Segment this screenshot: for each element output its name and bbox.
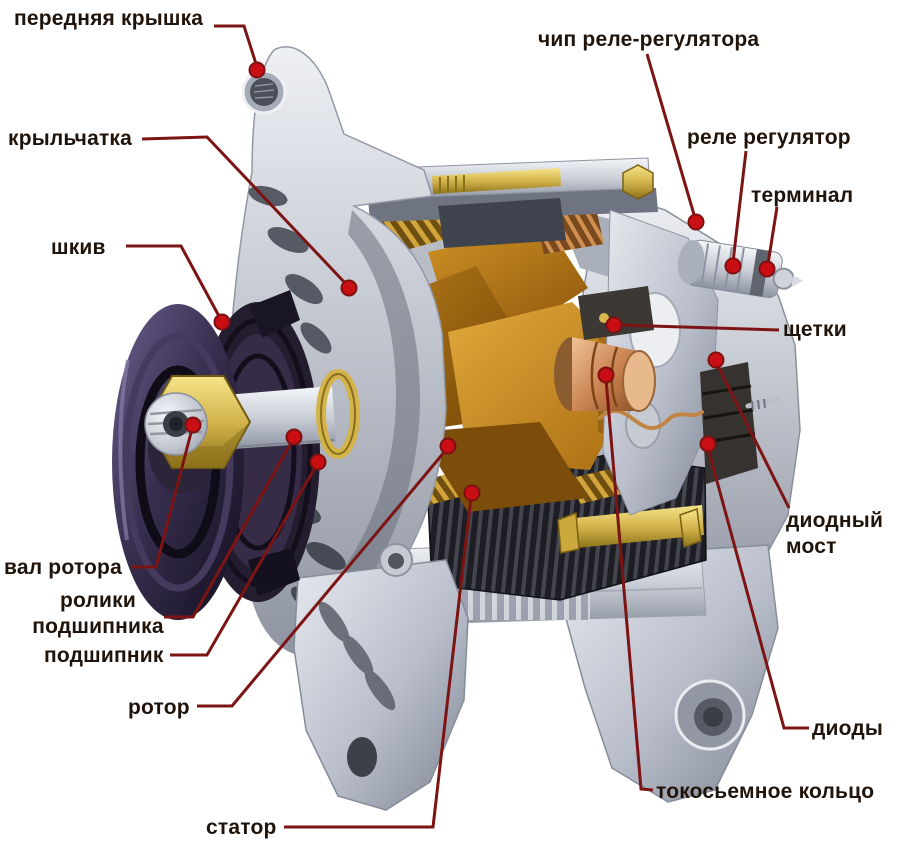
leader-slip-ring [604,378,654,792]
leader-stator [284,496,473,829]
leader-lines [126,24,809,829]
leader-pulley [126,244,222,319]
leader-bearing [170,465,318,657]
label-brushes: щетки [783,318,847,341]
leader-front-cover [214,24,259,68]
left-leg-shape [293,543,469,811]
leader-diodes [706,447,809,730]
leader-rotor [197,449,448,708]
dot-slip-ring [597,366,615,384]
label-terminal: терминал [751,184,854,207]
leader-impeller [141,135,349,287]
diode-plate-shape [598,362,758,549]
leader-terminal [766,206,779,265]
leader-diode-bridge [715,363,791,509]
label-stator: статор [206,816,277,839]
leader-rollers [164,440,294,619]
label-bearing-rollers: ролики подшипника [32,589,164,638]
dot-pulley [213,313,231,331]
leader-brushes [619,323,780,332]
dot-front-cover [248,61,266,79]
label-rotor: ротор [128,696,190,719]
label-bearing: подшипник [44,644,164,667]
dot-terminal [758,260,776,278]
label-impeller: крыльчатка [8,127,133,150]
leader-chip [645,53,697,219]
dot-stator [463,484,481,502]
label-front-cover: передняя крышка [14,7,204,30]
label-slip-ring: токосьемное кольцо [656,780,875,803]
dot-rotor [439,437,457,455]
dot-impeller [340,279,358,297]
leader-shaft [131,428,194,569]
dot-diodes [699,435,717,453]
label-chip-regulator: чип реле-регулятора [538,28,760,51]
dot-shaft [184,416,202,434]
label-diode-bridge: диодный мост [786,509,884,558]
shaft-shape [214,369,360,459]
dot-rollers [285,428,303,446]
shaft-nut-shape [144,375,252,469]
label-rotor-shaft: вал ротора [4,556,122,579]
dot-bearing [309,453,327,471]
marker-dots [184,61,776,502]
dot-chip [687,213,705,231]
dot-brushes [605,316,623,334]
label-pulley: шкив [51,236,106,259]
dot-relay [724,257,742,275]
screw-shape [745,396,781,411]
dot-diode-bridge [707,351,725,369]
label-relay-regulator: реле регулятор [687,126,851,149]
leader-relay [731,150,748,263]
label-diodes: диоды [812,717,884,740]
